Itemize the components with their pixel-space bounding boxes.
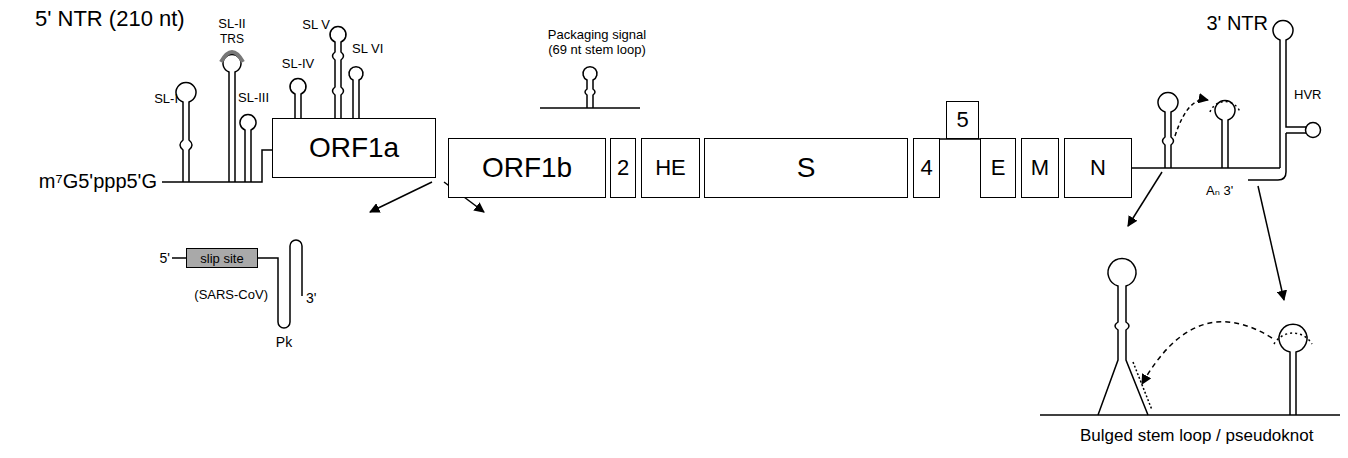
stem-loop: [1215, 100, 1235, 168]
gene-label: HE: [655, 157, 686, 179]
gene-box: S: [704, 138, 908, 198]
hvr-label: HVR: [1294, 88, 1321, 103]
rna-backbone: [162, 150, 272, 182]
gene-box: N: [1064, 138, 1132, 198]
gene-label: slip site: [200, 252, 243, 265]
stem-loop-label: SL-III: [238, 91, 269, 106]
stem-loop: [349, 67, 363, 118]
trs-label: TRS: [220, 33, 244, 47]
gene-box: M: [1021, 138, 1059, 198]
dotted-arc: [1274, 333, 1312, 344]
stem-loop-label: SL-II: [218, 17, 245, 32]
region-title: 5' NTR (210 nt): [35, 6, 185, 31]
virus-label: (SARS-CoV): [194, 288, 268, 303]
orf-box: ORF1b: [448, 138, 606, 198]
gene-label: ORF1a: [309, 134, 399, 162]
stem-loop-label: SL-I: [154, 92, 178, 107]
dotted-arc: [1210, 102, 1240, 112]
pointer-arrow: [370, 182, 432, 212]
gene-label: 4: [920, 157, 932, 179]
pseudoknot: [258, 240, 302, 328]
pseudoknot-label: Pk: [276, 334, 292, 350]
stem-loop: [1279, 324, 1307, 415]
gene-label: N: [1090, 157, 1106, 179]
stem-loop: [176, 82, 196, 182]
gene-box: HE: [641, 138, 700, 198]
gene-label: M: [1031, 157, 1049, 179]
cap-label: m⁷G5'ppp5'G: [39, 170, 157, 193]
rna-backbone: [1132, 167, 1280, 169]
rna-baseline: [1040, 414, 1340, 416]
pointer-arrow: [1258, 186, 1284, 300]
gene-label: S: [797, 154, 816, 182]
gene-box: E: [980, 138, 1016, 198]
rna-segment: [172, 257, 186, 259]
stem-loop-label: SL-IV: [282, 57, 315, 72]
gene-box: 2: [610, 138, 636, 198]
stem-loop: [240, 115, 256, 182]
hvr-loop: [1306, 123, 1321, 138]
end-label: 3': [306, 290, 316, 306]
packaging-label: Packaging signal (69 nt stem loop): [541, 28, 653, 58]
stem-loop-label: SL VI: [352, 42, 383, 57]
bulged-stem-loop: [1098, 259, 1148, 415]
slip-site-box: slip site: [186, 248, 258, 268]
orf-box: ORF1a: [272, 118, 436, 178]
gene-label: 2: [617, 157, 629, 179]
stem-loop: [223, 55, 241, 182]
stem-loop-label: SL V: [302, 18, 330, 33]
trs-arc: [221, 52, 243, 62]
stem-loop: [290, 79, 306, 118]
dashed-arrow: [1142, 322, 1272, 384]
dotted-pairing: [1133, 362, 1152, 410]
rna-tail: [1248, 133, 1286, 180]
gene-label: E: [991, 157, 1006, 179]
end-label: 5': [160, 250, 170, 266]
gene-label: 5: [956, 109, 968, 131]
region-title: 3' NTR: [1206, 12, 1268, 35]
stem-loop: [583, 67, 597, 108]
gene-box: 5: [946, 101, 979, 139]
stem-loop: [1158, 92, 1178, 168]
pointer-arrow: [1128, 172, 1162, 226]
hvr-stem: [1286, 132, 1306, 134]
inset-caption: Bulged stem loop / pseudoknot: [1080, 426, 1313, 446]
stem-loop: [330, 27, 346, 118]
gene-box: 4: [913, 138, 940, 198]
rna-segment: [540, 107, 640, 109]
polya-label: Aₙ 3': [1206, 184, 1233, 199]
gene-label: ORF1b: [482, 154, 572, 182]
dashed-arrow: [1175, 100, 1208, 136]
